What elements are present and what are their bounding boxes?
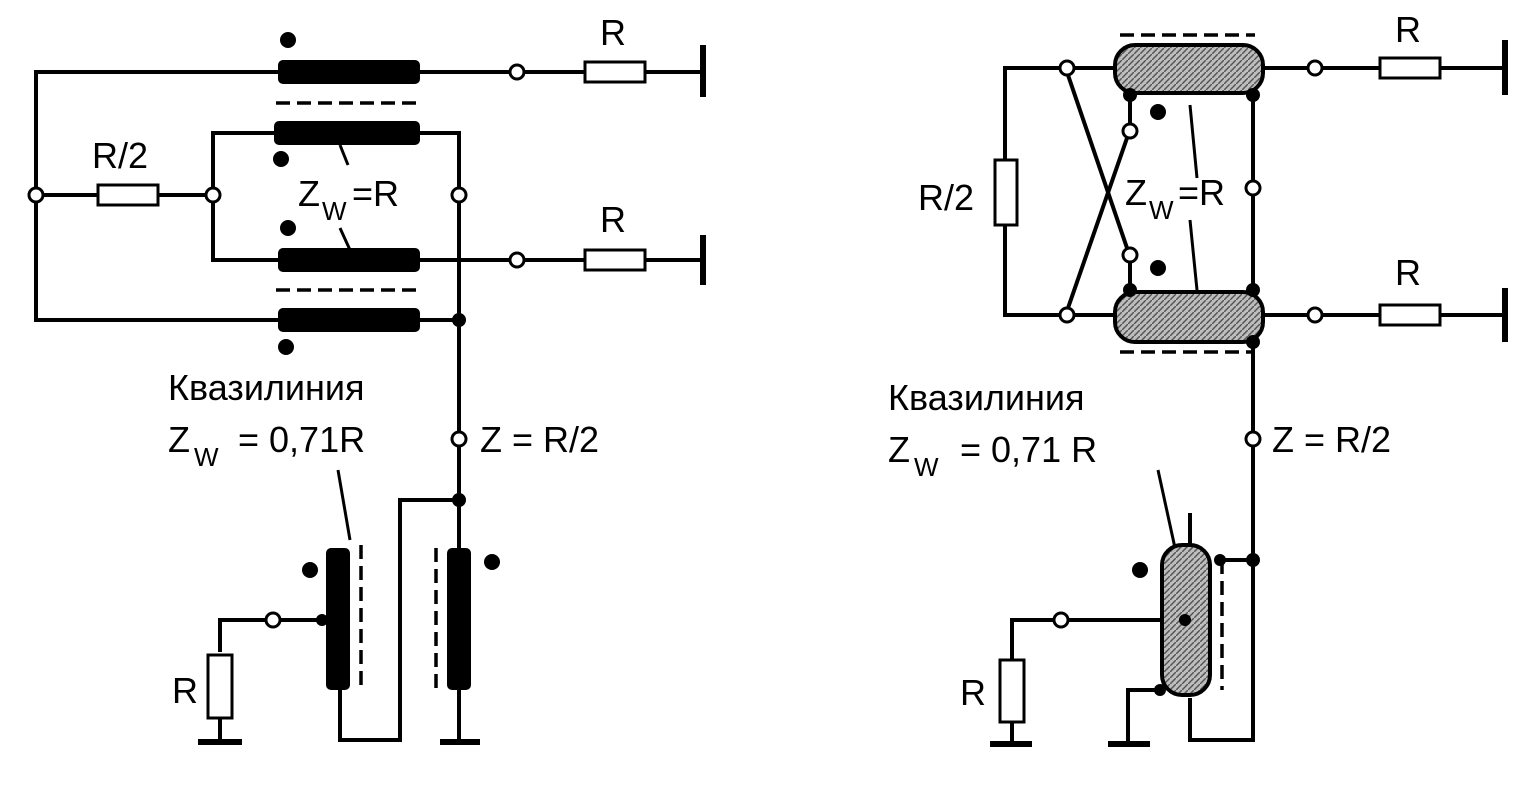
label-zw-quasi-rest: = 0,71R <box>238 419 365 460</box>
resistor-r-half <box>993 158 1019 227</box>
resistor-r-bottom <box>206 653 234 720</box>
label-quasi: Квазилиния <box>168 367 365 408</box>
label-r-mid: R <box>1395 252 1421 293</box>
coax-cable-bottom <box>1113 290 1265 344</box>
label-zw-main-sub: W <box>1149 195 1174 225</box>
winding-6 <box>447 548 471 690</box>
resistor-r-top <box>583 60 647 84</box>
winding-3 <box>278 248 420 272</box>
coax-cable-top <box>1113 43 1265 95</box>
label-r-bottom: R <box>172 670 198 711</box>
label-zw-quasi: Z <box>168 419 190 460</box>
label-z: Z = R/2 <box>480 419 599 460</box>
label-zw-quasi-sub: W <box>914 452 939 482</box>
winding-2 <box>274 121 420 145</box>
label-zw-main-rest: =R <box>352 173 399 214</box>
left-circuit: R R/2 R Z W =R Квазилиния Z W = 0,71R Z … <box>27 12 706 745</box>
right-circuit: R R/2 R Z W =R Квазилиния Z W = 0,71 R Z… <box>888 9 1508 747</box>
resistor-r-half <box>96 183 160 207</box>
winding-1 <box>278 60 420 84</box>
resistor-r-mid <box>583 248 647 272</box>
label-r-top: R <box>600 12 626 53</box>
label-zw-main: Z <box>1125 172 1147 213</box>
label-zw-main-rest: =R <box>1178 172 1225 213</box>
label-r-half: R/2 <box>92 135 148 176</box>
label-r-bottom: R <box>960 672 986 713</box>
label-zw-quasi: Z <box>888 429 910 470</box>
resistor-r-top <box>1378 56 1442 80</box>
resistor-r-bottom <box>998 658 1026 724</box>
label-r-mid: R <box>600 199 626 240</box>
label-r-top: R <box>1395 9 1421 50</box>
label-zw-quasi-sub: W <box>194 442 219 472</box>
winding-4 <box>278 308 420 332</box>
label-zw-quasi-rest: = 0,71 R <box>960 429 1097 470</box>
label-zw-main: Z <box>298 173 320 214</box>
label-quasi: Квазилиния <box>888 377 1085 418</box>
winding-5 <box>326 548 350 690</box>
label-r-half: R/2 <box>918 177 974 218</box>
label-z: Z = R/2 <box>1272 419 1391 460</box>
label-zw-main-sub: W <box>322 196 347 226</box>
resistor-r-mid <box>1378 303 1442 327</box>
